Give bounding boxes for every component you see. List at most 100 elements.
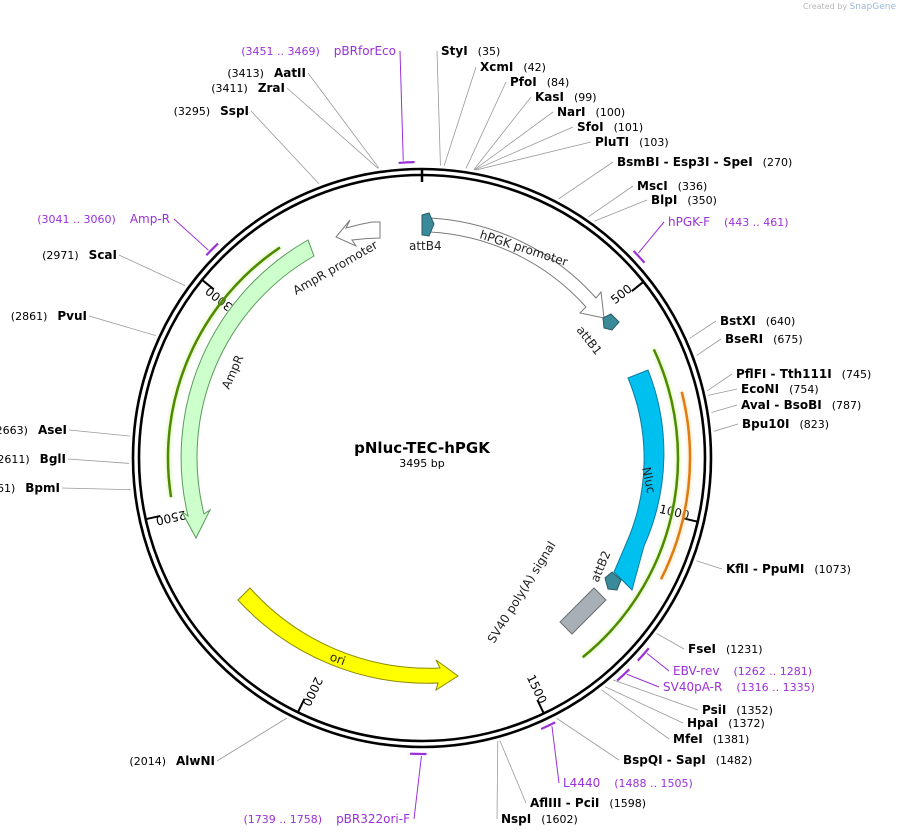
site-position: (101) [614, 121, 644, 134]
site-msci[interactable]: MscI(336) [588, 179, 708, 218]
orf-arcs [166, 246, 692, 659]
primer-name: SV40pA-R [663, 680, 722, 694]
primer-sv40pa-r[interactable]: SV40pA-R (1316 .. 1335) [616, 668, 815, 694]
site-name: AflIII - PciI [530, 796, 599, 810]
site-position: (2971) [42, 249, 79, 262]
site-position: (2561) [0, 482, 15, 495]
tick-1000 [682, 517, 698, 523]
site-fsei[interactable]: FseI(1231) [656, 633, 763, 656]
tick-label-1500: 1500 [524, 672, 550, 706]
site-leader [706, 373, 733, 392]
site-mfei[interactable]: MfeI(1381) [601, 689, 749, 746]
primer-leader [626, 673, 660, 688]
site-position: (745) [842, 368, 872, 381]
site-pluti[interactable]: PluTI(103) [475, 135, 669, 171]
site-asei[interactable]: AseI(2663) [0, 423, 130, 437]
primer-amp-r[interactable]: Amp-R(3041 .. 3060) [37, 212, 219, 256]
nluc-label: Nluc [639, 466, 658, 495]
site-name: BpmI [25, 481, 60, 495]
restriction-sites: StyI(35)XcmI(42)PfoI(84)KasI(99)NarI(100… [0, 44, 871, 826]
site-position: (2861) [11, 310, 48, 323]
tick-2000 [297, 698, 306, 713]
orf-arc-left [166, 246, 281, 498]
site-bspqi[interactable]: BspQI - SapI(1482) [556, 717, 753, 767]
site-sspi[interactable]: SspI(3295) [174, 104, 320, 185]
site-alwni[interactable]: AlwNI(2014) [129, 717, 288, 768]
site-position: (350) [687, 194, 717, 207]
site-bpu10i[interactable]: Bpu10I(823) [713, 417, 829, 432]
site-position: (2663) [0, 424, 28, 437]
site-psii[interactable]: PsiI(1352) [613, 679, 773, 717]
primer-hpgk-f[interactable]: hPGK-F(443 .. 461) [632, 215, 789, 264]
feature-attb1[interactable]: attB1 [574, 313, 620, 358]
feature-ori[interactable]: ori [237, 587, 459, 692]
primer-l4440[interactable]: L4440(1488 .. 1505) [540, 721, 693, 790]
site-leader [496, 741, 499, 820]
site-zrai[interactable]: ZraI(3411) [211, 81, 379, 169]
site-position: (84) [547, 76, 570, 89]
primer-range: (1316 .. 1335) [736, 681, 815, 694]
site-xcmi[interactable]: XcmI(42) [443, 60, 546, 166]
site-name: EcoNI [741, 382, 779, 396]
site-leader [601, 689, 670, 740]
primer-leader [637, 221, 665, 254]
site-styi[interactable]: StyI(35) [436, 44, 500, 166]
site-name: KflI - PpuMI [726, 562, 804, 576]
site-leader [499, 740, 527, 804]
feature-hpgk-promoter[interactable]: hPGK promoter [429, 217, 605, 319]
site-bseri[interactable]: BseRI(675) [696, 332, 803, 356]
site-name: BsmBI - Esp3I - SpeI [617, 155, 753, 169]
site-kasi[interactable]: KasI(99) [473, 90, 597, 170]
site-pfoi[interactable]: PfoI(84) [465, 75, 570, 169]
primer-name: pBR322ori-F [336, 812, 410, 826]
feature-nluc[interactable]: Nluc [613, 369, 665, 591]
feature-attb2[interactable]: attB2 [588, 549, 622, 591]
primer-mark [632, 250, 646, 264]
site-nspi[interactable]: NspI(1602) [496, 741, 578, 826]
primer-mark [616, 668, 631, 682]
site-scai[interactable]: ScaI(2971) [42, 248, 186, 287]
primer-ebv-rev[interactable]: EBV-rev(1262 .. 1281) [637, 647, 812, 678]
site-position: (336) [678, 180, 708, 193]
primer-pbr322ori-f[interactable]: pBR322ori-F(1739 .. 1758) [244, 752, 427, 826]
site-leader [250, 110, 320, 185]
site-name: SfoI [577, 120, 604, 134]
site-bstxi[interactable]: BstXI(640) [689, 314, 796, 339]
site-hpai[interactable]: HpaI(1372) [604, 686, 765, 730]
feature-sv40-polya[interactable]: SV40 poly(A) signal [485, 539, 607, 646]
site-pflfi[interactable]: PflFI - Tth111I(745) [706, 367, 872, 392]
tick-1500 [536, 699, 545, 714]
site-leader [588, 185, 634, 218]
site-sfoi[interactable]: SfoI (101) [474, 120, 644, 171]
site-nari[interactable]: NarI(100) [474, 105, 625, 171]
site-name: PsiI [702, 703, 726, 717]
snapgene-logo-text: SnapGene [849, 2, 896, 12]
site-bsmbi[interactable]: BsmBI - Esp3I - SpeI(270) [558, 155, 793, 200]
tick-label-500: 500 [608, 282, 635, 307]
site-leader [708, 388, 738, 396]
primer-leader [551, 726, 560, 784]
site-leader [286, 87, 379, 169]
primer-pbrforeco[interactable]: pBRforEco(3451 .. 3469) [241, 44, 415, 165]
site-kfli[interactable]: KflI - PpuMI(1073) [696, 560, 851, 576]
site-position: (1372) [728, 717, 765, 730]
site-leader [61, 487, 131, 491]
site-bpmi[interactable]: BpmI (2561) [0, 481, 131, 495]
feature-attb4[interactable]: attB4 [409, 212, 442, 253]
site-avai[interactable]: AvaI - BsoBI(787) [711, 398, 861, 413]
primer-name: pBRforEco [334, 44, 396, 58]
site-position: (103) [639, 136, 669, 149]
site-pvui[interactable]: PvuI(2861) [11, 309, 156, 336]
site-name: BlpI [651, 193, 677, 207]
site-position: (640) [766, 315, 796, 328]
site-bgli[interactable]: BglI(2611) [0, 452, 130, 466]
primer-range: (3041 .. 3060) [37, 213, 116, 226]
site-position: (823) [799, 418, 829, 431]
site-afliii[interactable]: AflIII - PciI(1598) [499, 740, 646, 810]
site-econi[interactable]: EcoNI(754) [708, 382, 819, 396]
site-leader [696, 338, 722, 356]
site-aatii[interactable]: AatII(3413) [227, 66, 380, 169]
site-name: BglI [40, 452, 66, 466]
primer-range: (1488 .. 1505) [614, 777, 693, 790]
site-blpi[interactable]: BlpI (350) [594, 193, 717, 222]
